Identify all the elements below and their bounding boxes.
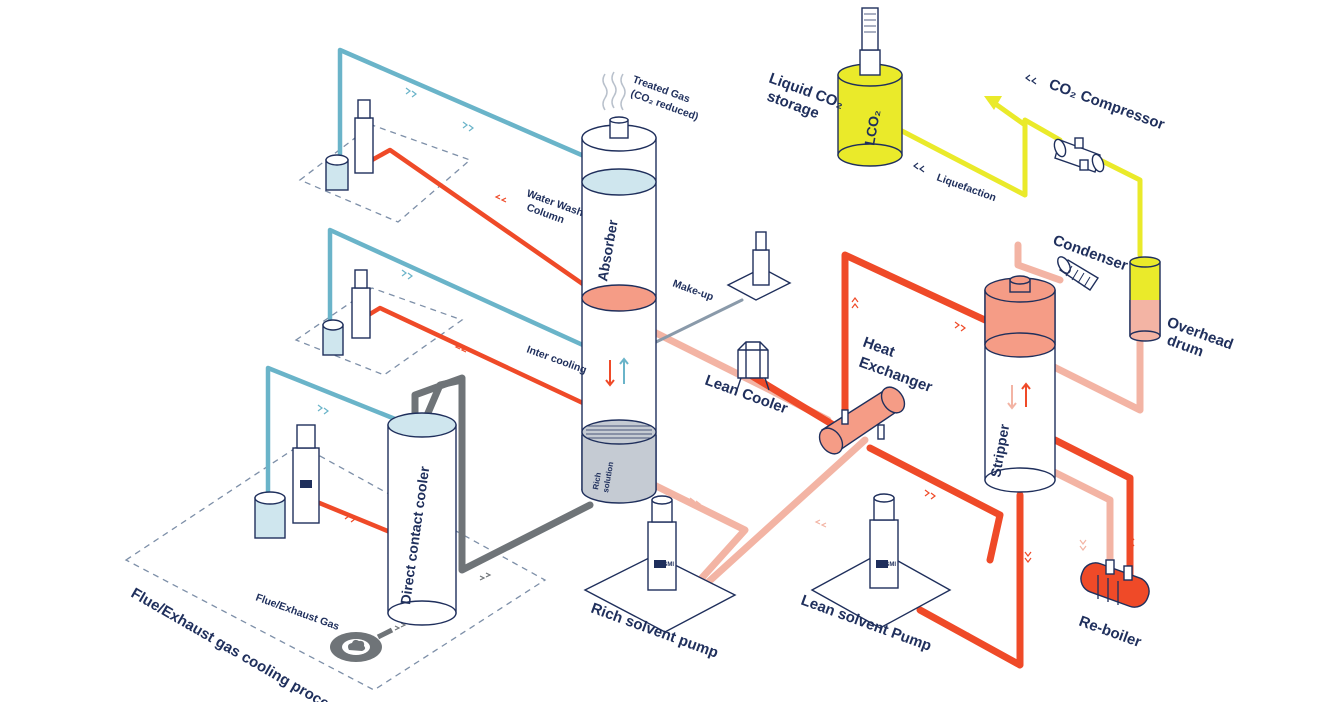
absorber-column: Absorber Rich solution: [581, 116, 657, 504]
rich-solution-label-line1: Rich: [591, 472, 603, 491]
flue-gas-label: Flue/Exhaust Gas: [254, 592, 341, 633]
absorber-spray-section: [581, 284, 657, 312]
middle-cooling-pump: [322, 269, 371, 356]
upper-cooling-pump: [325, 99, 374, 191]
co2-compressor: [1053, 137, 1105, 173]
lco2-label: LCO₂: [861, 109, 883, 147]
overhead-drum: [1129, 256, 1161, 342]
middle-cooling-platform: [294, 287, 464, 376]
inter-cooling-label: Inter cooling: [525, 344, 588, 377]
lean-pump-brand: DESMI: [877, 562, 896, 568]
condenser: [1057, 256, 1099, 291]
direct-contact-cooler: Direct contact cooler: [387, 412, 457, 626]
co2-export-arrowhead: [984, 96, 1002, 110]
co2-pipes: [897, 96, 1143, 258]
lean-solvent-pump: DESMI: [810, 493, 952, 629]
flow-direction-chevrons: [317, 74, 1135, 640]
flue-gas-source: [330, 627, 394, 662]
absorber-packing-lines: [586, 425, 652, 439]
flue-process-title: Flue/Exhaust gas cooling process: [128, 585, 347, 702]
stripper-flow-arrows: [1007, 382, 1031, 410]
flue-cooling-pump: [254, 424, 320, 539]
reboiler-label: Re-boiler: [1077, 613, 1144, 651]
absorber-flow-arrows: [605, 357, 629, 387]
upper-cooling-platform: [298, 124, 472, 223]
rich-pump-brand: DESMI: [655, 562, 674, 568]
cold-water-pipes: [265, 47, 603, 503]
make-up-pump: [726, 231, 792, 301]
flue-gas-cooling-platform: [124, 444, 547, 691]
lean-cooler: [736, 341, 770, 391]
rich-solvent-pipes: [738, 251, 1134, 669]
co2-compressor-label: CO₂ Compressor: [1047, 76, 1167, 134]
cloud-icon: [348, 639, 366, 651]
rich-solvent-pump: DESMI: [583, 495, 737, 633]
liquid-co2-storage-tank: LCO₂: [837, 7, 903, 167]
treated-gas-vapor-icon: [602, 71, 626, 111]
flue-gas-pipes: [411, 374, 594, 574]
make-up-label: Make-up: [671, 278, 715, 304]
reboiler: [1080, 559, 1150, 608]
stripper-column: Stripper: [984, 275, 1056, 493]
heat-exchanger: [818, 386, 906, 455]
water-wash-section: [581, 168, 657, 196]
